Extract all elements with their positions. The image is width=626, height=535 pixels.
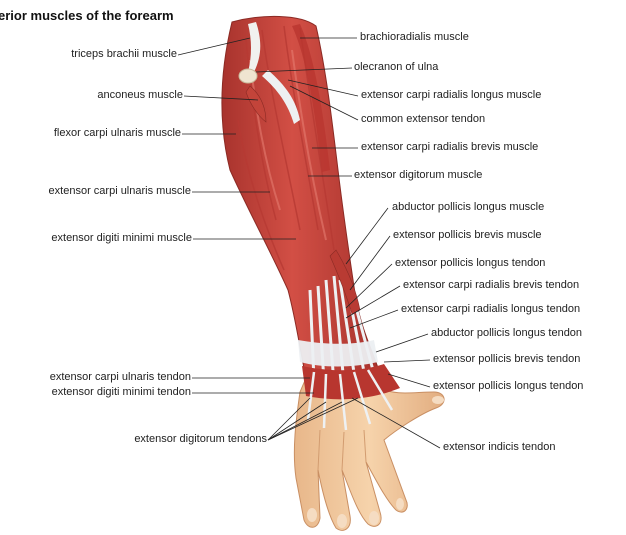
label-extensor-carpi-ulnaris-tendon: extensor carpi ulnaris tendon bbox=[50, 371, 191, 384]
forearm-muscles bbox=[222, 16, 400, 430]
label-extensor-pollicis-longus-tendon: extensor pollicis longus tendon bbox=[395, 257, 545, 270]
label-abductor-pollicis-longus-muscle: abductor pollicis longus muscle bbox=[392, 201, 544, 214]
label-extensor-carpi-radialis-longus-muscle: extensor carpi radialis longus muscle bbox=[361, 89, 541, 102]
label-extensor-indicis-tendon: extensor indicis tendon bbox=[443, 441, 556, 454]
label-abductor-pollicis-longus-tendon: abductor pollicis longus tendon bbox=[431, 327, 582, 340]
label-extensor-carpi-ulnaris-muscle: extensor carpi ulnaris muscle bbox=[49, 185, 191, 198]
label-triceps-brachii-muscle: triceps brachii muscle bbox=[71, 48, 177, 61]
label-brachioradialis-muscle: brachioradialis muscle bbox=[360, 31, 469, 44]
label-flexor-carpi-ulnaris-muscle: flexor carpi ulnaris muscle bbox=[54, 127, 181, 140]
label-common-extensor-tendon: common extensor tendon bbox=[361, 113, 485, 126]
label-extensor-carpi-radialis-longus-tendon: extensor carpi radialis longus tendon bbox=[401, 303, 580, 316]
label-extensor-carpi-radialis-brevis-muscle: extensor carpi radialis brevis muscle bbox=[361, 141, 538, 154]
label-extensor-carpi-radialis-brevis-tendon: extensor carpi radialis brevis tendon bbox=[403, 279, 579, 292]
label-anconeus-muscle: anconeus muscle bbox=[97, 89, 183, 102]
label-extensor-pollicis-brevis-tendon: extensor pollicis brevis tendon bbox=[433, 353, 580, 366]
label-extensor-digitorum-muscle: extensor digitorum muscle bbox=[354, 169, 482, 182]
label-extensor-digiti-minimi-muscle: extensor digiti minimi muscle bbox=[51, 232, 192, 245]
label-extensor-digiti-minimi-tendon: extensor digiti minimi tendon bbox=[52, 386, 191, 399]
label-extensor-pollicis-longus-tendon-2: extensor pollicis longus tendon bbox=[433, 380, 583, 393]
label-extensor-digitorum-tendons: extensor digitorum tendons bbox=[134, 433, 267, 446]
label-olecranon-of-ulna: olecranon of ulna bbox=[354, 61, 438, 74]
hand bbox=[294, 378, 444, 530]
label-extensor-pollicis-brevis-muscle: extensor pollicis brevis muscle bbox=[393, 229, 542, 242]
